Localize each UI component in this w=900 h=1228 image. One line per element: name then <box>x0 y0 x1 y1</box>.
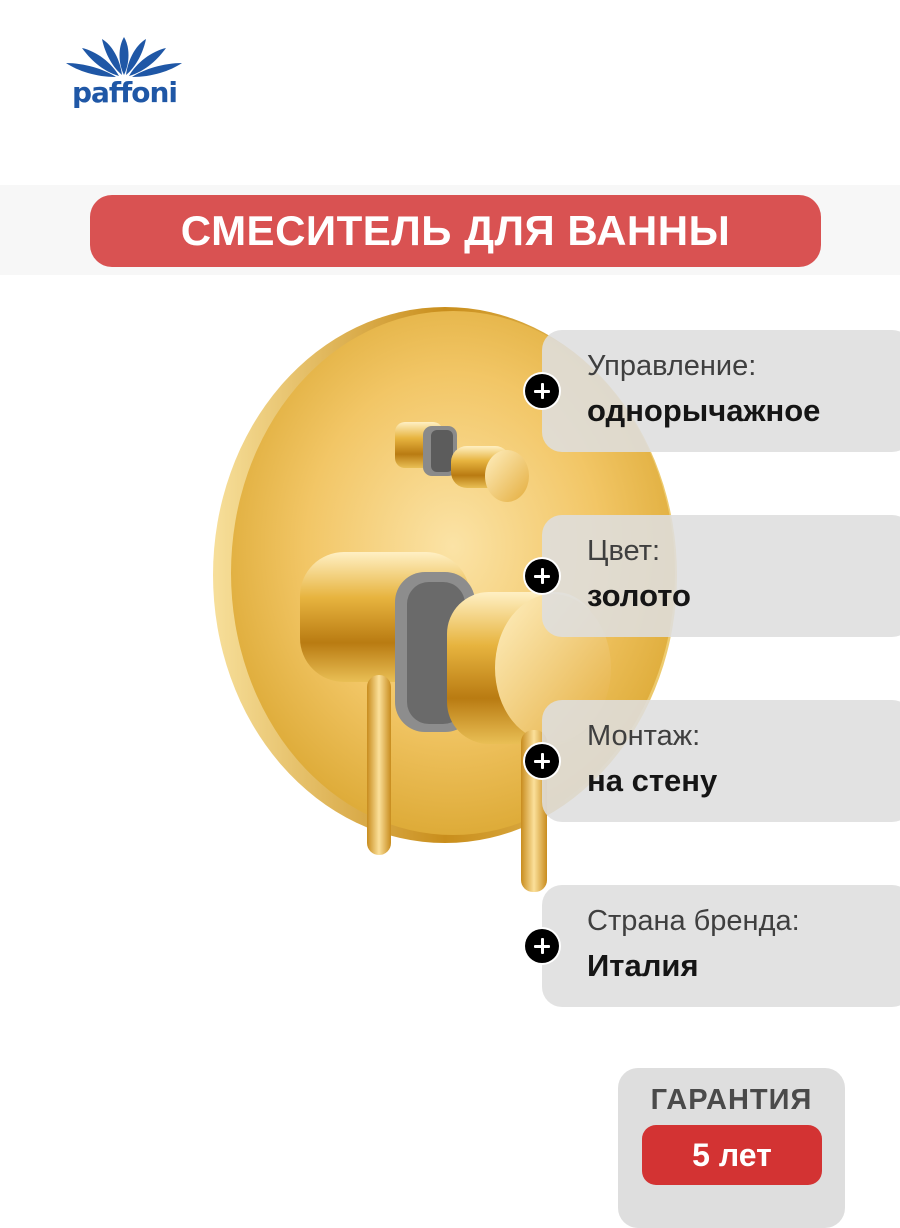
feature-card-control: Управление: однорычажное <box>542 330 900 452</box>
plus-icon[interactable] <box>525 744 559 778</box>
feature-value: Италия <box>587 948 699 983</box>
plus-icon[interactable] <box>525 374 559 408</box>
feature-card-country: Страна бренда: Италия <box>542 885 900 1007</box>
feature-card-mounting: Монтаж: на стену <box>542 700 900 822</box>
feature-value: золото <box>587 578 691 613</box>
warranty-card: ГАРАНТИЯ 5 лет <box>618 1068 845 1228</box>
feature-value: однорычажное <box>587 393 821 428</box>
feature-label: Монтаж: <box>587 720 701 752</box>
brand-logo-text: paffoni <box>71 76 178 109</box>
plus-icon[interactable] <box>525 929 559 963</box>
feature-value: на стену <box>587 763 718 798</box>
feature-card-color: Цвет: золото <box>542 515 900 637</box>
feature-label: Цвет: <box>587 535 661 567</box>
warranty-label: ГАРАНТИЯ <box>650 1084 813 1116</box>
brand-logo: paffoni <box>62 35 187 115</box>
feature-label: Страна бренда: <box>587 905 800 937</box>
warranty-value-badge: 5 лет <box>642 1125 822 1185</box>
feature-label: Управление: <box>587 350 757 382</box>
fan-logo-icon <box>66 37 182 77</box>
page-title: СМЕСИТЕЛЬ ДЛЯ ВАННЫ <box>90 195 821 267</box>
plus-icon[interactable] <box>525 559 559 593</box>
